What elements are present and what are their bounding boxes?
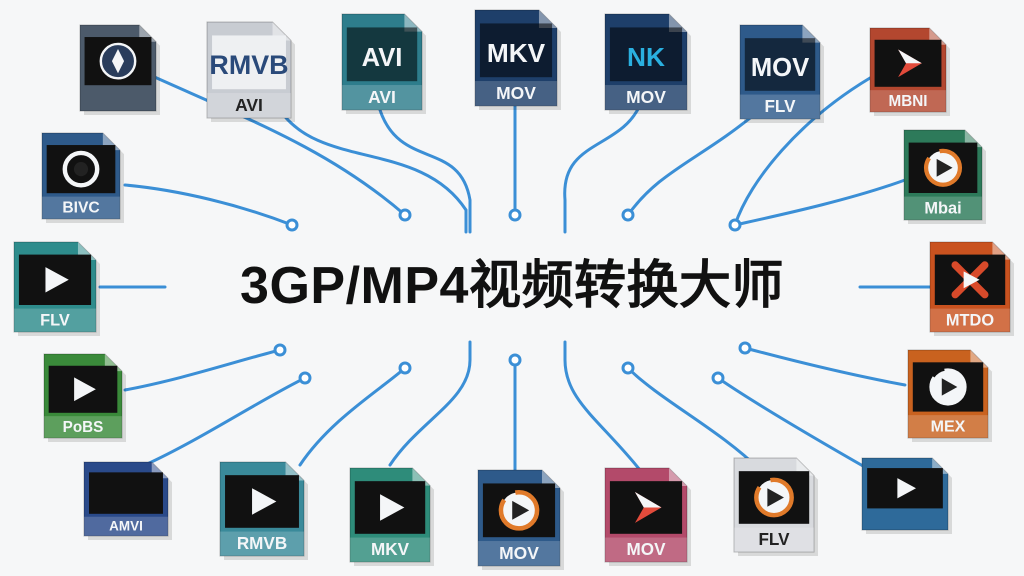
file-icon-graphic: FLV	[13, 241, 100, 336]
file-icon-play	[861, 457, 952, 534]
connector-line	[733, 76, 872, 227]
connector-dot	[398, 361, 412, 375]
format-label-text: AVI	[368, 87, 396, 107]
file-icon-graphic	[861, 457, 952, 534]
format-label-text: AMVI	[109, 519, 143, 534]
file-icon-graphic	[79, 24, 160, 115]
connector-line	[278, 108, 468, 234]
file-icon-rmvb: RMVB	[219, 461, 308, 560]
format-label-text: MOV	[627, 540, 667, 559]
file-icon-mbni: MBNI	[869, 27, 950, 116]
format-title-text: NK	[627, 42, 665, 72]
file-icon-graphic: Mbai	[903, 129, 986, 224]
connector-line	[388, 340, 472, 467]
connector-line	[563, 103, 642, 234]
connector-dot	[285, 218, 299, 232]
connector-dot	[738, 341, 752, 355]
connector-dot	[728, 218, 742, 232]
file-icon-graphic: MTDO	[929, 241, 1014, 336]
file-icon-graphic: MOV	[477, 469, 564, 570]
connector-line	[123, 348, 282, 392]
file-icon-graphic: MKV	[349, 467, 434, 566]
format-label-text: FLV	[758, 530, 790, 549]
format-title-text: MKV	[487, 38, 546, 68]
connector-line	[378, 108, 472, 234]
format-label-text: RMVB	[237, 534, 287, 553]
connector-dot	[621, 208, 635, 222]
file-icon-mtdo: MTDO	[929, 241, 1014, 336]
format-label-text: MKV	[371, 540, 410, 559]
format-label-text: PoBS	[63, 419, 104, 436]
connector-line	[733, 178, 907, 227]
file-icon-mbai: Mbai	[903, 129, 986, 224]
file-icon-flv: FLV	[13, 241, 100, 336]
connector-dot	[621, 361, 635, 375]
file-icon-graphic: RMVB AVI	[206, 21, 295, 122]
file-icon-graphic: MKV MOV	[474, 9, 561, 110]
file-icon-graphic: AVI AVI	[341, 13, 426, 114]
file-icon-bivc: BIVC	[41, 132, 124, 223]
connector-dot	[508, 208, 522, 222]
connector-line	[743, 346, 907, 387]
file-icon-amvi: AMVI	[83, 461, 172, 540]
file-icon-graphic: PoBS	[43, 353, 126, 442]
connector-line	[626, 108, 762, 217]
format-title-text: MOV	[751, 54, 809, 82]
file-icon-flv-ring: FLV	[733, 457, 818, 556]
file-icon-graphic: MBNI	[869, 27, 950, 116]
format-label-text: FLV	[764, 97, 796, 116]
format-label-text: FLV	[40, 311, 70, 329]
format-label-text: MOV	[496, 83, 536, 103]
file-icon-rmvb-avi: RMVB AVI	[206, 21, 295, 122]
page-title: 3GP/MP4视频转换大师	[240, 257, 784, 315]
file-icon-avi: AVI AVI	[341, 13, 426, 114]
file-icon-mov-flv: MOV FLV	[739, 24, 824, 123]
file-icon-graphic: MEX	[907, 349, 992, 442]
connector-line	[716, 376, 872, 472]
file-icon-graphic: AMVI	[83, 461, 172, 540]
connector-dot	[508, 353, 522, 367]
connector-dot	[273, 343, 287, 357]
file-icon-graphic: NK MOV	[604, 13, 691, 114]
format-title-text: AVI	[362, 44, 403, 72]
connector-dot	[398, 208, 412, 222]
format-label-text: BIVC	[62, 200, 99, 217]
file-icon-graphic: MOV	[604, 467, 691, 566]
format-label-text: MTDO	[946, 311, 994, 329]
file-icon-graphic: FLV	[733, 457, 818, 556]
connector-dot	[298, 371, 312, 385]
file-icon-mov-ring: MOV	[477, 469, 564, 570]
connector-line	[298, 366, 407, 467]
connector-line	[563, 340, 642, 472]
file-icon-nk-mov: NK MOV	[604, 13, 691, 114]
connector-dot	[711, 371, 725, 385]
format-title-text: RMVB	[209, 50, 288, 80]
connector-line	[148, 73, 407, 217]
file-icon-graphic: BIVC	[41, 132, 124, 223]
file-icon-mov-arrow: MOV	[604, 467, 691, 566]
file-icon-graphic: RMVB	[219, 461, 308, 560]
format-label-text: MEX	[931, 419, 966, 436]
connector-line	[143, 376, 307, 467]
file-icon-mkv-mov: MKV MOV	[474, 9, 561, 110]
format-label-text: MOV	[499, 543, 539, 563]
format-label-text: MOV	[626, 87, 666, 107]
file-icon-aperture	[79, 24, 160, 115]
format-label-text: Mbai	[924, 199, 961, 217]
connector-line	[123, 183, 294, 227]
connector-line	[626, 366, 762, 472]
file-icon-pobs: PoBS	[43, 353, 126, 442]
file-icon-mex: MEX	[907, 349, 992, 442]
file-icon-mkv: MKV	[349, 467, 434, 566]
file-icon-graphic: MOV FLV	[739, 24, 824, 123]
format-label-text: AVI	[235, 95, 263, 115]
format-label-text: MBNI	[888, 93, 927, 110]
